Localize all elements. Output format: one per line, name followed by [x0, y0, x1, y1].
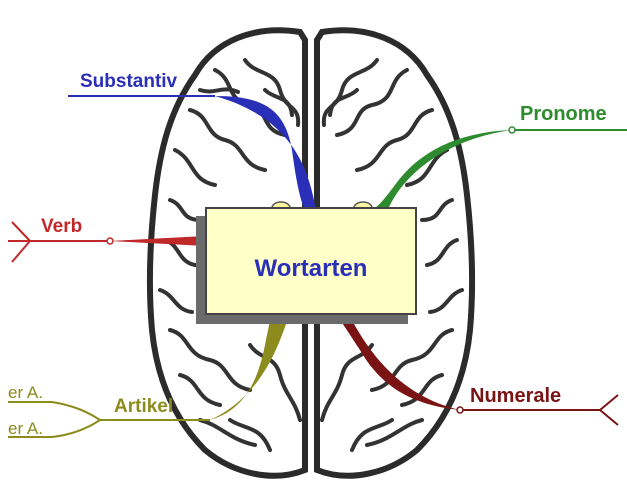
branch-label-numerale[interactable]: Numerale	[470, 386, 561, 406]
branch-label-verb[interactable]: Verb	[41, 217, 82, 236]
central-topic-label: Wortarten	[207, 255, 415, 283]
sub-label-artikel-2[interactable]: er A.	[8, 420, 43, 437]
sub-label-artikel-1[interactable]: er A.	[8, 384, 43, 401]
branch-label-artikel[interactable]: Artikel	[114, 397, 173, 416]
branch-label-pronome[interactable]: Pronome	[520, 104, 607, 124]
central-topic-box[interactable]: Wortarten	[205, 207, 417, 315]
branch-label-substantiv[interactable]: Substantiv	[80, 72, 177, 91]
